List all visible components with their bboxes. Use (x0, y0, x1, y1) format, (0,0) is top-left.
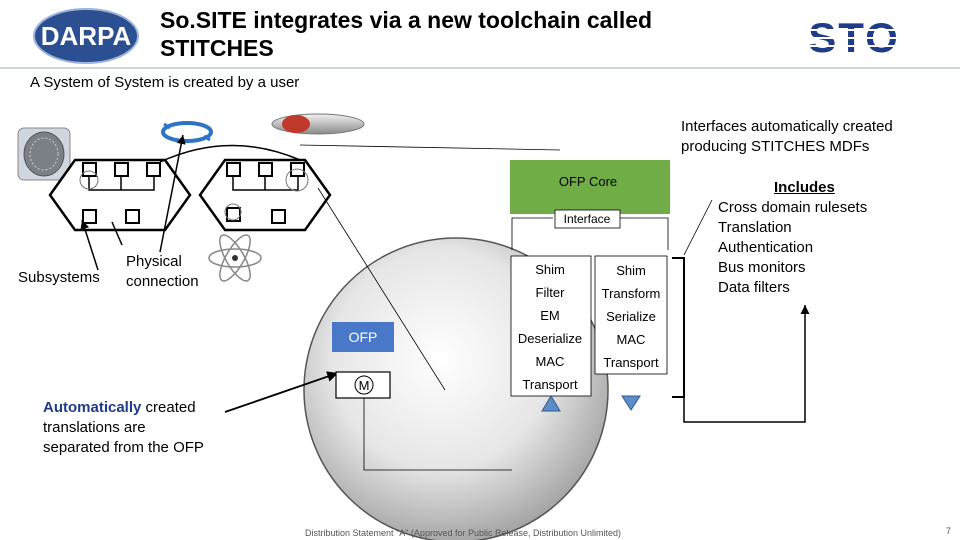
physical-pointer-line (111, 221, 123, 246)
automatically-arrow (224, 371, 339, 413)
interface-bracket-left (511, 217, 553, 250)
automatically-rest: created (141, 399, 196, 416)
subtitle: A System of System is created by a user (30, 74, 300, 91)
includes-heading: Includes (774, 179, 835, 196)
stack-layer-label: MAC (536, 354, 565, 369)
ofp-box (332, 322, 394, 352)
title-line-1: So.SITE integrates via a new toolchain c… (160, 7, 653, 33)
stack-layer-label: EM (540, 308, 560, 323)
zoom-line-top (299, 144, 561, 151)
includes-item: Translation (718, 219, 792, 236)
includes-item: Cross domain rulesets (718, 199, 868, 216)
stack-layer-label: Shim (535, 262, 565, 277)
stack-layer-label: Transport (522, 377, 578, 392)
interface-box (554, 209, 621, 229)
includes-item: Data filters (718, 279, 790, 296)
distribution-statement: Distribution Statement "A" (Approved for… (305, 528, 622, 538)
radar-sensor-icon (17, 127, 71, 181)
includes-item: Authentication (718, 239, 814, 256)
up-triangle-icon (541, 395, 561, 412)
darpa-logo: DARPA (33, 8, 139, 64)
down-triangle-icon (621, 395, 641, 411)
left-stack-box (510, 255, 592, 397)
stack-layer-label: MAC (617, 332, 646, 347)
stack-layer-label: Shim (616, 263, 646, 278)
includes-list: Includes Cross domain rulesets Translati… (718, 178, 898, 298)
ofp-label: OFP (349, 329, 378, 345)
interfaces-label: Interfaces automatically created produci… (681, 117, 893, 157)
ring-antenna-icon (161, 121, 213, 143)
physical-connection-label: Physical connection (126, 252, 199, 292)
interfaces-line-2: producing STITCHES MDFs (681, 138, 870, 155)
missile-icon (271, 113, 365, 135)
title-line-2: STITCHES (160, 35, 274, 61)
m-circle (354, 375, 374, 395)
physical-line-1: Physical (126, 253, 182, 270)
interface-label: Interface (564, 212, 611, 226)
zoom-line-left (317, 187, 446, 391)
stack-layer-label: Serialize (606, 309, 656, 324)
stack-layer-label: Transport (603, 355, 659, 370)
includes-item: Bus monitors (718, 259, 806, 276)
stack-bracket (672, 257, 685, 398)
stack-layer-label: Filter (536, 285, 566, 300)
m-label: M (359, 378, 370, 393)
includes-pointer-line (683, 199, 713, 256)
darpa-logo-text: DARPA (41, 21, 132, 51)
page-title: So.SITE integrates via a new toolchain c… (160, 6, 760, 62)
interfaces-line-1: Interfaces automatically created (681, 118, 893, 135)
m-connection-line (363, 398, 512, 471)
subsystem-hexagon-left (48, 158, 192, 232)
includes-arrow (683, 305, 810, 423)
interface-bracket-right (620, 217, 669, 250)
physical-connection-line (159, 144, 301, 163)
ofp-core-box (510, 160, 670, 214)
sto-logo: STO (788, 14, 920, 61)
physical-arrow (159, 134, 186, 253)
subsystems-label: Subsystems (18, 269, 100, 286)
automatically-word: Automatically (43, 399, 142, 416)
subsystem-hexagon-right (198, 158, 332, 232)
right-stack-box (594, 255, 668, 375)
physical-line-2: connection (126, 273, 199, 290)
stack-layer-label: Transform (602, 286, 661, 301)
automatically-label: Automatically created translations are s… (43, 398, 204, 458)
stack-layer-label: Deserialize (518, 331, 582, 346)
atom-icon (208, 234, 262, 282)
page-number: 7 (946, 526, 952, 536)
automatically-line-2: translations are (43, 419, 146, 436)
automatically-line-3: separated from the OFP (43, 439, 204, 456)
ofp-core-label: OFP Core (559, 174, 617, 189)
subsystems-arrow (80, 219, 99, 271)
